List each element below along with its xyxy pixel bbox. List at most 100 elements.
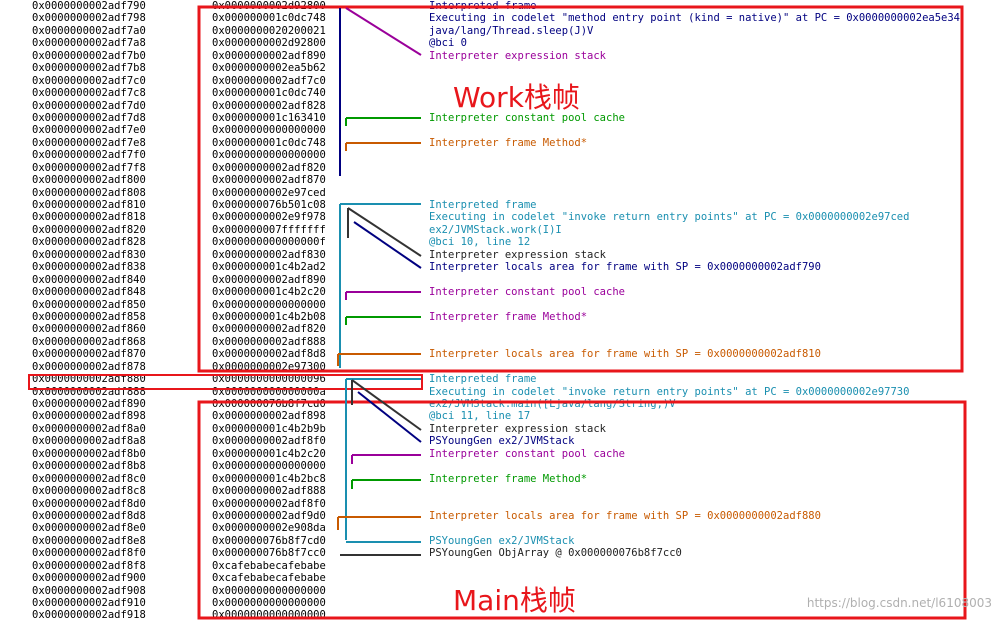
value-cell: 0x0000000000000000 [212,124,326,137]
address-cell: 0x0000000002adf818 [32,211,146,224]
value-cell: 0x000000001c4b2c20 [212,447,326,460]
value-cell: 0x0000000000000000 [212,609,326,622]
value-cell: 0x0000000000000000 [212,584,326,597]
value-cell: 0x0000000002adf888 [212,335,326,348]
value-cell: 0x0000000002e97ced [212,186,326,199]
annotation-line [429,124,960,136]
address-cell: 0x0000000002adf8f8 [32,559,146,572]
annotation-line [429,174,960,186]
value-cell: 0x0000000002adf890 [212,273,326,286]
address-cell: 0x0000000002adf798 [32,12,146,25]
annotation-line: Interpreted frame [429,373,537,386]
address-cell: 0x0000000002adf918 [32,609,146,622]
address-cell: 0x0000000002adf7b0 [32,49,146,62]
address-cell: 0x0000000002adf810 [32,199,146,211]
address-cell: 0x0000000002adf850 [32,298,146,311]
annotation-line: Interpreter expression stack [429,49,607,62]
address-cell: 0x0000000002adf7f8 [32,161,146,174]
value-cell: 0x000000001c4b2bc8 [212,472,326,485]
annotation-line [429,498,960,510]
address-cell: 0x0000000002adf890 [32,398,146,410]
address-cell: 0x0000000002adf820 [32,223,146,236]
annotation-line: PSYoungGen ex2/JVMStack [429,435,575,448]
annotation-line [429,460,960,472]
annotation-line: @bci 11, line 17 [429,410,531,423]
annotation-line: Interpreter frame Method* [429,136,588,149]
address-cell: 0x0000000002adf860 [32,323,146,336]
annotation-line [429,485,960,497]
address-cell: 0x0000000002adf7f0 [32,149,146,162]
annotation-line [429,299,960,311]
address-cell: 0x0000000002adf8d8 [32,509,146,522]
annotation-line [429,572,960,584]
value-cell: 0x0000000002e908da [212,522,326,535]
value-cell: 0x000000076b501c08 [212,199,326,211]
value-cell: 0x0000000002e9f978 [212,211,326,224]
address-cell: 0x0000000002adf858 [32,310,146,323]
value-cell: 0x0000000002adf820 [212,161,326,174]
annotation-line: PSYoungGen ObjArray @ 0x000000076b8f7cc0 [429,547,682,560]
value-cell: 0x0000000000000000 [212,149,326,162]
annotation-line: Interpreter constant pool cache [429,447,625,460]
work-frame-label: Work栈帧 [453,81,580,114]
annotation-line: ex2/JVMStack.main([Ljava/lang/String;)V [429,398,676,410]
address-cell: 0x0000000002adf800 [32,174,146,187]
annotation-line: Interpreter locals area for frame with S… [429,509,821,522]
annotation-line: @bci 10, line 12 [429,236,531,249]
value-cell: 0x0000000002adf8f0 [212,497,326,510]
value-cell: 0x000000001c4b2c20 [212,286,326,299]
annotation-line [429,361,960,373]
value-cell: 0x000000001c0dc748 [212,12,326,25]
address-cell: 0x0000000002adf8d0 [32,497,146,510]
address-cell: 0x0000000002adf868 [32,335,146,348]
address-cell: 0x0000000002adf8f0 [32,547,146,560]
annotation-line: Interpreter locals area for frame with S… [429,261,821,274]
value-cell: 0x0000000020200021 [212,24,326,37]
address-cell: 0x0000000002adf870 [32,348,146,361]
value-cell: 0xcafebabecafebabe [212,559,326,572]
value-cell: 0x000000076b8f7cd0 [212,534,326,547]
annotation-line [429,149,960,161]
value-cell: 0x0000000000000000 [212,460,326,473]
address-cell: 0x0000000002adf8e8 [32,534,146,547]
value-cell: 0x000000076b8f7cc0 [212,547,326,560]
address-cell: 0x0000000002adf808 [32,186,146,199]
annotation-line [429,560,960,572]
annotation-line: Interpreted frame [429,199,537,211]
value-cell: 0x0000000002adf898 [212,410,326,423]
address-cell: 0x0000000002adf848 [32,286,146,299]
value-cell: 0x0000000002adf8f0 [212,435,326,448]
annotation-line: Interpreter expression stack [429,248,607,261]
address-cell: 0x0000000002adf8e0 [32,522,146,535]
value-cell: 0x0000000000000000 [212,597,326,609]
watermark: https://blog.csdn.net/l6108003 [806,596,992,610]
address-cell: 0x0000000002adf828 [32,236,146,249]
address-cell: 0x0000000002adf840 [32,273,146,286]
address-cell: 0x0000000002adf7e8 [32,136,146,149]
address-cell: 0x0000000002adf8b8 [32,460,146,473]
address-cell: 0x0000000002adf8a8 [32,435,146,448]
value-cell: 0x000000076b8f7cd0 [212,398,326,410]
value-cell: 0x000000000000000f [212,236,326,249]
annotation-line: java/lang/Thread.sleep(J)V [429,24,594,37]
value-cell: 0x000000001c4b2b08 [212,310,326,323]
value-cell: 0x0000000002adf820 [212,323,326,336]
value-cell: 0x0000000002adf870 [212,174,326,187]
address-cell: 0x0000000002adf830 [32,248,146,261]
annotation-line: Executing in codelet "method entry point… [429,12,961,25]
annotation-line [429,323,960,335]
annotation-line [429,522,960,534]
annotation-line: ex2/JVMStack.work(I)I [429,223,562,236]
address-cell: 0x0000000002adf910 [32,597,146,609]
value-cell: 0x0000000002d92800 [212,37,326,50]
value-cell: 0x000000007fffffff [212,223,326,236]
value-cell: 0x000000001c0dc740 [212,87,326,100]
annotation-line: PSYoungGen ex2/JVMStack [429,534,575,547]
annotation-line [429,274,960,286]
annotation-line [429,162,960,174]
annotation-line: Interpreted frame [429,0,537,12]
annotation-line: Executing in codelet "invoke return entr… [429,211,910,224]
address-cell: 0x0000000002adf7a8 [32,37,146,50]
